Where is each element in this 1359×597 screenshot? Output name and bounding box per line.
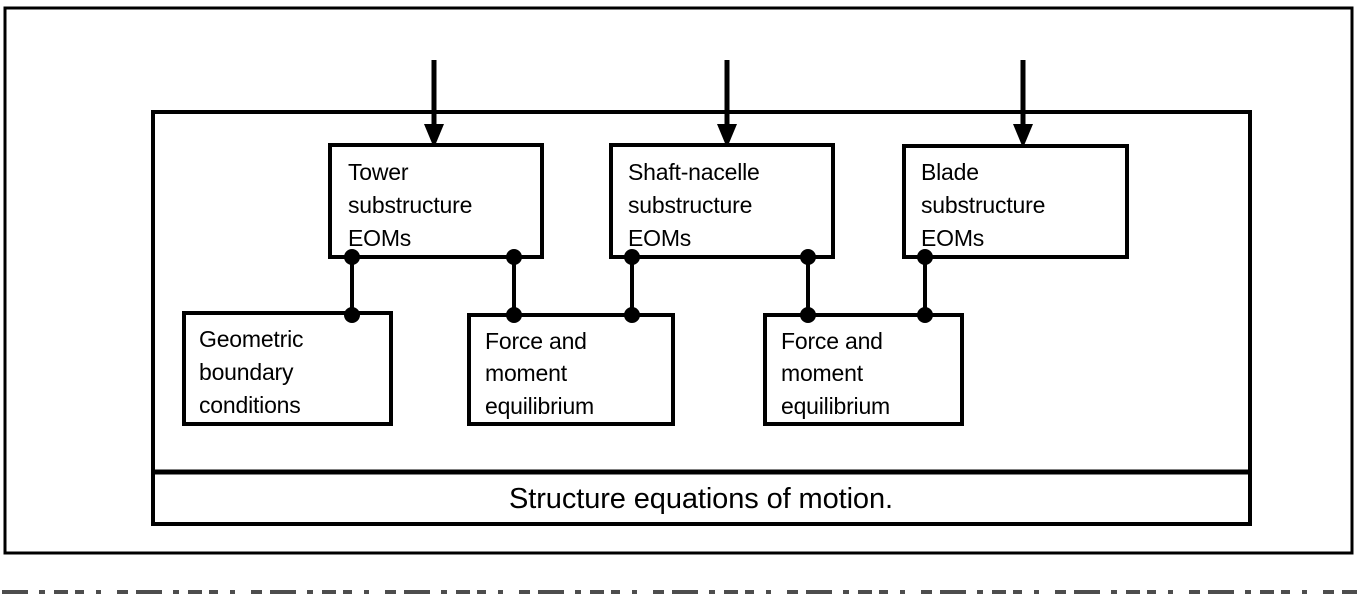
structure-module-panel: [151, 110, 1252, 526]
block-tower[interactable]: Tower substructure EOMs: [328, 143, 544, 259]
block-shaft-nacelle-line-3: EOMs: [628, 225, 691, 251]
block-shaft-nacelle[interactable]: Shaft-nacelle substructure EOMs: [609, 143, 835, 259]
block-force-moment-2-line-2: moment: [781, 360, 864, 386]
block-shaft-nacelle-line-1: Shaft-nacelle: [628, 159, 760, 185]
block-shaft-nacelle-line-2: substructure: [628, 192, 752, 218]
block-blade-line-3: EOMs: [921, 225, 984, 251]
block-blade-line-2: substructure: [921, 192, 1045, 218]
block-blade[interactable]: Blade substructure EOMs: [902, 144, 1129, 259]
block-force-moment-1-line-3: equilibrium: [485, 393, 594, 419]
outer-border: [3, 6, 1354, 555]
connector-dots: [344, 249, 933, 323]
shaft-nacelle-input-arrow: [717, 60, 737, 148]
block-geometric-bc-line-3: conditions: [199, 392, 301, 418]
block-force-moment-2-line-1: Force and: [781, 328, 883, 354]
figure-caption: Structure equations of motion.: [509, 483, 893, 515]
block-blade-line-1: Blade: [921, 159, 979, 185]
block-force-moment-1-line-1: Force and: [485, 328, 587, 354]
block-geometric-bc-line-2: boundary: [199, 359, 294, 385]
blade-input-arrow: [1013, 60, 1033, 148]
connector-dot-tower-left: [344, 249, 360, 265]
block-force-moment-2[interactable]: Force and moment equilibrium: [763, 313, 964, 426]
block-tower-line-1: Tower: [348, 159, 409, 185]
tower-input-arrow: [424, 60, 444, 148]
block-geometric-bc[interactable]: Geometric boundary conditions: [182, 311, 393, 426]
connector-dot-force2-left: [800, 307, 816, 323]
connector-dot-shaft-left: [624, 249, 640, 265]
block-force-moment-1-line-2: moment: [485, 360, 568, 386]
block-geometric-bc-line-1: Geometric: [199, 326, 303, 352]
connector-dot-force1-left: [506, 307, 522, 323]
connector-dot-tower-right: [506, 249, 522, 265]
block-tower-line-3: EOMs: [348, 225, 411, 251]
connector-lines: [350, 257, 927, 315]
block-tower-line-2: substructure: [348, 192, 472, 218]
block-force-moment-1[interactable]: Force and moment equilibrium: [467, 313, 675, 426]
connector-dot-force1-right: [624, 307, 640, 323]
connector-dot-blade-left: [917, 249, 933, 265]
connector-dot-geometric-bc: [344, 307, 360, 323]
caption-bar: Structure equations of motion.: [509, 483, 893, 515]
block-force-moment-2-line-3: equilibrium: [781, 393, 890, 419]
connector-dot-force2-right: [917, 307, 933, 323]
connector-dot-shaft-right: [800, 249, 816, 265]
